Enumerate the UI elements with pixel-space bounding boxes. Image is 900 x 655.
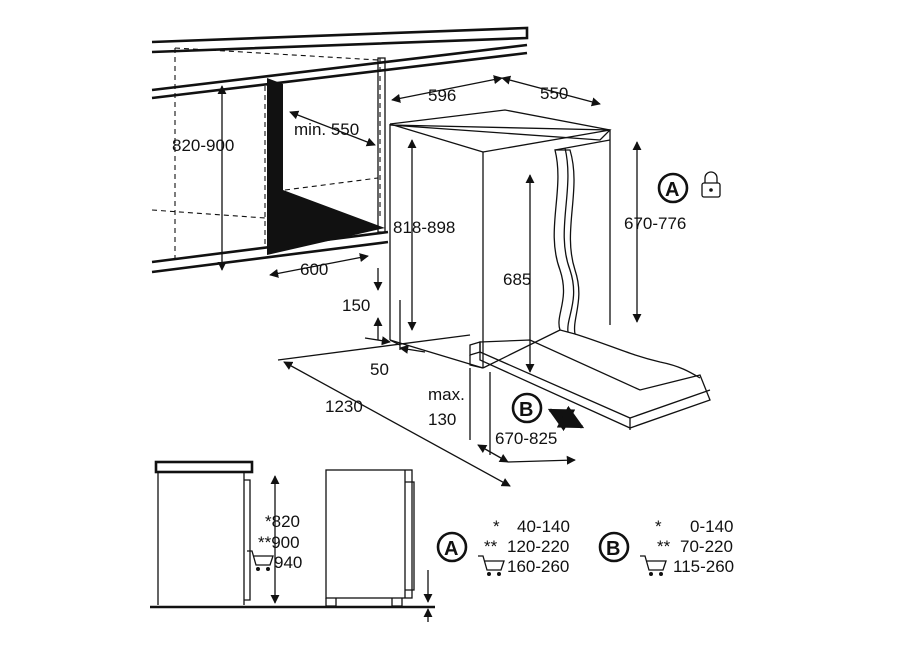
depth-arrow (501, 75, 601, 107)
legend-b-row1-value: 0-140 (690, 517, 733, 536)
lock-icon (701, 171, 721, 198)
door-travel-label: 670-825 (495, 429, 557, 448)
legend-a-row2-value: 120-220 (507, 537, 569, 556)
marker-b-letter: B (519, 399, 533, 421)
side-height-1: *820 (265, 512, 300, 531)
side-panel (267, 57, 386, 255)
marker-a-circle (657, 172, 689, 204)
plinth-depth-arrow-2 (399, 344, 426, 354)
width-label: 596 (428, 86, 456, 105)
width-arrow (391, 75, 503, 103)
appliance-body (389, 109, 612, 369)
plinth-height-label: 150 (342, 296, 370, 315)
niche-depth-label: 600 (300, 260, 328, 279)
double-arrow-icon (547, 405, 585, 432)
plinth (389, 300, 484, 369)
legend-b-row2-prefix: ** (657, 537, 671, 556)
min-depth-label: min. 550 (294, 120, 359, 139)
legend-a-row2-prefix: ** (484, 537, 498, 556)
cart-icon (640, 555, 667, 576)
side-view-appliance (325, 469, 433, 622)
side-view-counter (154, 460, 280, 605)
marker-a-letter: A (665, 179, 679, 201)
legend-b-row3-value: 115-260 (673, 557, 734, 576)
legend-a-letter: A (444, 538, 458, 560)
legend-b-row1-prefix: * (655, 517, 662, 536)
total-depth-label: 1230 (325, 397, 363, 416)
door-height-label: 685 (503, 270, 531, 289)
marker-b-circle (511, 392, 543, 424)
legend-a-row1-value: 40-140 (517, 517, 570, 536)
total-depth-arrow (283, 361, 511, 487)
depth-label: 550 (540, 84, 568, 103)
legend-b-circle (598, 531, 630, 563)
cabinet-height-label: 820-900 (172, 136, 234, 155)
legend-a-row1-prefix: * (493, 517, 500, 536)
cart-icon (247, 550, 274, 571)
side-height-3: 940 (274, 553, 302, 572)
legend-a-row3-value: 160-260 (507, 557, 569, 576)
min-depth-arrow (289, 110, 376, 147)
side-height-2: **900 (258, 533, 300, 552)
niche-outline (151, 47, 381, 262)
appliance-height-label: 818-898 (393, 218, 455, 237)
legend-a-circle (436, 531, 468, 563)
legend-b-row2-value: 70-220 (680, 537, 733, 556)
niche-depth-arrow (269, 253, 369, 278)
cart-icon (478, 555, 505, 576)
max-value: 130 (428, 410, 456, 429)
door-range-label: 670-776 (624, 214, 686, 233)
legend-b-letter: B (606, 538, 620, 560)
max-label: max. (428, 385, 465, 404)
door-travel-arrow (477, 444, 509, 463)
door-travel-arrow-2 (507, 455, 576, 465)
plinth-depth-label: 50 (370, 360, 389, 379)
door-panel (553, 139, 611, 335)
plinth-depth-arrow (364, 336, 391, 346)
